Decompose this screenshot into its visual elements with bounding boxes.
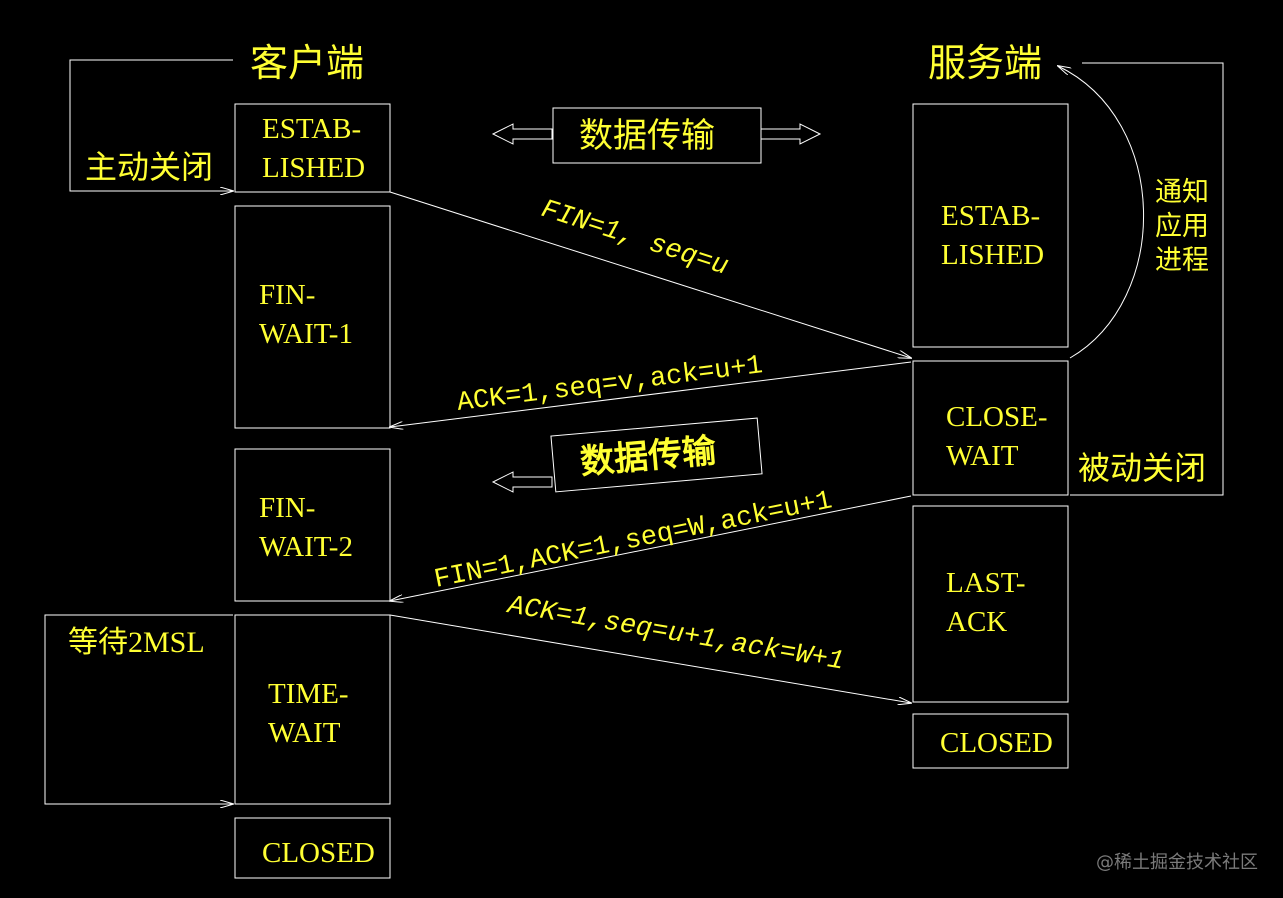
server-state-close-wait: CLOSE- WAIT [912, 360, 1069, 496]
client-state-established: ESTAB- LISHED [234, 103, 391, 193]
server-state-established: ESTAB- LISHED [912, 103, 1069, 348]
active-close-bracket: 主动关闭 [69, 59, 233, 191]
bidirectional-data-transfer: 数据传输 [491, 107, 822, 164]
wait-2msl-bracket: 等待2MSL [44, 614, 233, 804]
server-state-last-ack: LAST- ACK [912, 505, 1069, 703]
client-state-fin-wait-1-line1: FIN- [259, 279, 315, 311]
passive-close-label: 被动关闭 [1078, 450, 1206, 486]
notify-label-line2: 应用 [1155, 211, 1209, 241]
client-state-time-wait-line2: WAIT [268, 717, 341, 749]
one-way-data-transfer-label: 数据传输 [579, 432, 719, 482]
server-state-last-ack-line2: ACK [946, 606, 1007, 638]
message-fin-ack-label: FIN=1,ACK=1,seq=W,ack=u+1 [432, 486, 835, 595]
server-state-close-wait-line1: CLOSE- [946, 401, 1048, 433]
client-state-fin-wait-1: FIN- WAIT-1 [234, 205, 391, 429]
wait-2msl-label: 等待2MSL [68, 626, 205, 659]
client-state-established-line1: ESTAB- [262, 113, 361, 145]
client-state-established-line2: LISHED [262, 152, 365, 184]
message-fin-ack-server-to-client: FIN=1,ACK=1,seq=W,ack=u+1 [390, 486, 912, 601]
server-title: 服务端 [928, 43, 1042, 85]
message-ack-server-to-client: ACK=1,seq=v,ack=u+1 [390, 351, 912, 427]
client-state-fin-wait-2-line2: WAIT-2 [259, 531, 353, 563]
server-state-closed-line1: CLOSED [940, 727, 1053, 759]
client-state-fin-wait-1-line2: WAIT-1 [259, 318, 353, 350]
one-way-data-transfer: 数据传输 [491, 417, 763, 493]
notify-process-arc: 通知 应用 进程 [1058, 66, 1209, 359]
server-state-close-wait-line2: WAIT [946, 440, 1019, 472]
passive-close-bracket: 被动关闭 [1070, 62, 1224, 496]
message-final-ack-client-to-server: ACK=1,seq=u+1,ack=W+1 [389, 591, 911, 703]
client-state-fin-wait-2-line1: FIN- [259, 492, 315, 524]
bidirectional-data-transfer-label: 数据传输 [579, 117, 715, 155]
message-ack-label: ACK=1,seq=v,ack=u+1 [455, 351, 764, 419]
notify-label-line3: 进程 [1155, 245, 1209, 275]
server-state-established-line2: LISHED [941, 239, 1044, 271]
client-state-time-wait-line1: TIME- [268, 678, 349, 710]
watermark: @稀土掘金技术社区 [1096, 852, 1258, 873]
server-state-last-ack-line1: LAST- [946, 567, 1026, 599]
message-fin-client-to-server: FIN=1, seq=u [389, 191, 911, 358]
message-final-ack-label: ACK=1,seq=u+1,ack=W+1 [504, 591, 846, 678]
client-title: 客户端 [250, 43, 364, 85]
client-state-closed: CLOSED [234, 817, 391, 879]
client-state-closed-line1: CLOSED [262, 837, 375, 869]
client-state-fin-wait-2: FIN- WAIT-2 [234, 448, 391, 602]
server-state-closed: CLOSED [912, 713, 1069, 769]
client-state-time-wait: TIME- WAIT [234, 614, 391, 805]
notify-label-line1: 通知 [1155, 177, 1209, 207]
server-state-established-line1: ESTAB- [941, 200, 1040, 232]
active-close-label: 主动关闭 [85, 149, 213, 185]
